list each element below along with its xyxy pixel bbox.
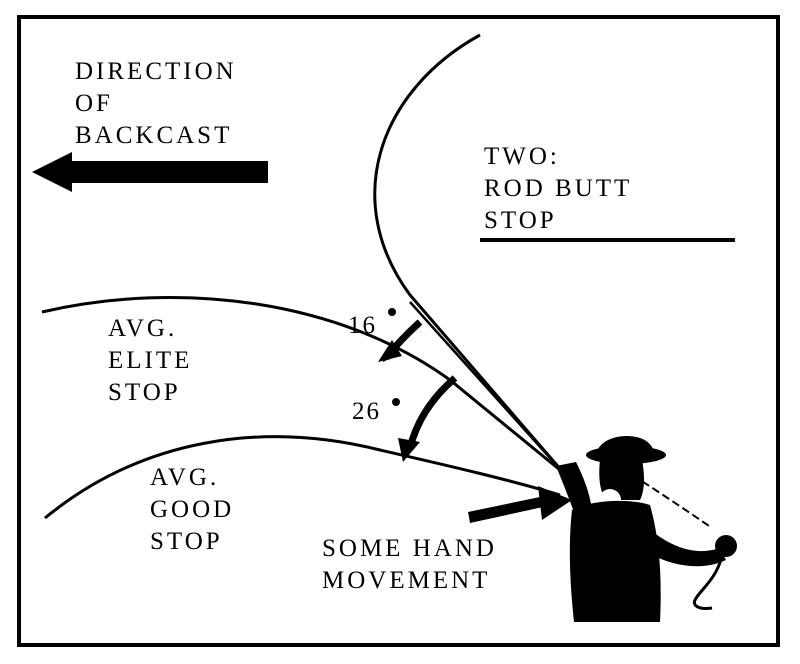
good-stop-curve [44,435,561,520]
angle-arrow-26 [406,375,458,449]
rod-curve [373,33,570,479]
avg-good-stop-label: AVG. GOOD STOP [150,464,235,555]
angle-label-16: 16 [348,312,377,339]
rod-extension-line [611,461,713,529]
backcast-arrow-icon [32,152,268,192]
rod-butt-stop-label: TWO: ROD BUTT STOP [484,143,633,234]
hand-movement-arrow-icon [468,486,572,523]
elite-stop-curve [41,295,561,472]
fly-line [692,555,724,610]
direction-of-backcast-label: DIRECTION OF BACKCAST [75,58,237,149]
degree-dot-26 [392,398,400,406]
degree-dot-16 [388,308,396,316]
fly-fisherman-silhouette-icon [556,435,737,622]
avg-elite-stop-label: AVG. ELITE STOP [108,315,193,406]
some-hand-movement-label: SOME HAND MOVEMENT [322,535,497,594]
rod-butt-line [409,301,569,479]
angle-label-26: 26 [352,398,381,425]
